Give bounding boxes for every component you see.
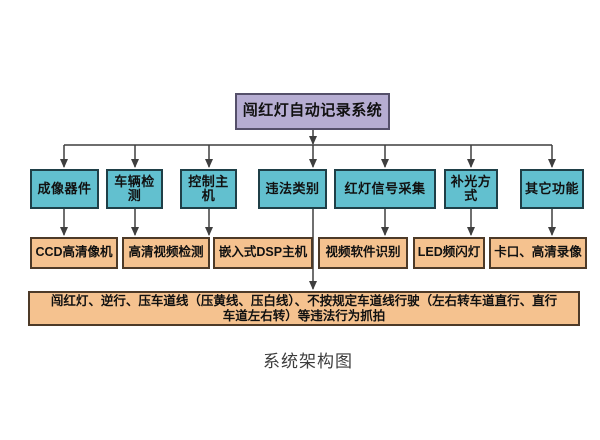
tier3-node-ccd-camera: CCD高清像机 — [30, 237, 118, 269]
tier2-node-vehicle-detection: 车辆检测 — [106, 169, 163, 209]
tier2-node-violation-type: 违法类别 — [258, 169, 327, 209]
tier2-node-fill-light: 补光方式 — [444, 169, 498, 209]
tier3-node-led-strobe: LED频闪灯 — [413, 237, 485, 269]
tier2-node-other-functions: 其它功能 — [520, 169, 584, 209]
node-root-system: 闯红灯自动记录系统 — [235, 93, 390, 130]
tier2-node-redlight-signal: 红灯信号采集 — [334, 169, 436, 209]
violation-summary-box: 闯红灯、逆行、压车道线（压黄线、压白线）、不按规定车道线行驶（左右转车道直行、直… — [28, 291, 580, 326]
tier3-node-embedded-dsp: 嵌入式DSP主机 — [213, 237, 313, 269]
connector-group — [60, 130, 556, 290]
violation-summary-line2: 车道左右转）等违法行为抓拍 — [222, 308, 386, 323]
violation-summary-line1: 闯红灯、逆行、压车道线（压黄线、压白线）、不按规定车道线行驶（左右转车道直行、直… — [50, 293, 558, 308]
tier3-node-video-software: 视频软件识别 — [318, 237, 408, 269]
tier2-node-imaging: 成像器件 — [30, 169, 99, 209]
diagram-caption: 系统架构图 — [263, 352, 353, 371]
tier3-node-checkpoint-recording: 卡口、高清录像 — [489, 237, 587, 269]
tier3-node-hd-video-detection: 高清视频检测 — [122, 237, 210, 269]
tier2-node-control-host: 控制主机 — [180, 169, 237, 209]
